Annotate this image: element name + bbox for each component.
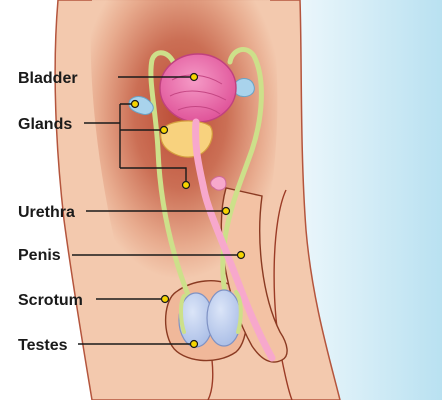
vas-deferens-right: [220, 46, 264, 301]
dot-gland-bulbourethral: [181, 180, 191, 190]
dot-bladder: [189, 72, 199, 82]
bladder-organ: [159, 53, 237, 123]
dot-gland-seminal: [130, 99, 140, 109]
label-urethra: Urethra: [18, 204, 75, 221]
label-penis: Penis: [18, 247, 61, 264]
leader-glands: [84, 103, 187, 185]
urethra-tube: [192, 118, 276, 362]
groin-contour: [207, 359, 214, 400]
label-testes: Testes: [18, 337, 68, 354]
label-scrotum: Scrotum: [18, 292, 83, 309]
dot-testes: [189, 339, 199, 349]
seminal-vesicle-right: [233, 78, 255, 97]
testis-right: [206, 289, 242, 347]
label-bladder: Bladder: [18, 70, 78, 87]
bulbourethral-gland: [210, 176, 227, 191]
penis: [220, 187, 288, 363]
dot-gland-prostate: [159, 125, 169, 135]
dot-scrotum: [160, 294, 170, 304]
dot-penis: [236, 250, 246, 260]
epididymis-right: [234, 290, 243, 334]
dot-urethra: [221, 206, 231, 216]
leader-lines: [72, 76, 241, 345]
epididymis-left: [179, 294, 186, 334]
vas-deferens-left: [148, 50, 193, 303]
label-glands: Glands: [18, 116, 72, 133]
